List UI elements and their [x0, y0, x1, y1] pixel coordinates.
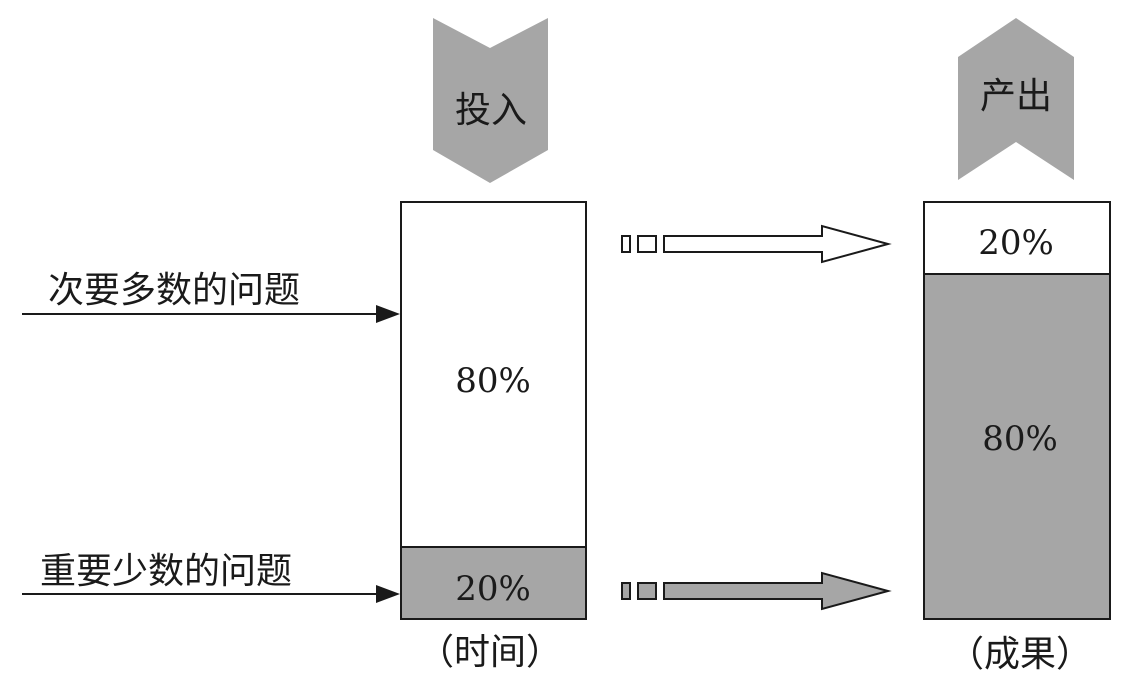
input-chevron-shape	[433, 18, 548, 183]
output-bar-bottom-segment	[923, 273, 1111, 620]
bottom-flow-arrow-body	[663, 571, 892, 611]
bottom-flow-arrow-tail-medium	[637, 582, 657, 600]
output-bar	[923, 201, 1111, 620]
major-problems-arrow	[22, 585, 400, 603]
major-problems-label: 重要少数的问题	[40, 551, 292, 592]
top-flow-arrow-tail-small	[621, 235, 631, 253]
input-bar-top-segment	[400, 201, 587, 548]
top-flow-arrow-body	[663, 224, 892, 264]
output-bottom-percent: 80%	[982, 419, 1058, 459]
output-chevron-shape	[958, 18, 1074, 180]
top-flow-arrow-tail-medium	[637, 235, 657, 253]
bottom-flow-arrow	[621, 571, 892, 611]
output-top-percent: 20%	[978, 223, 1054, 263]
output-bar-caption: （成果）	[948, 634, 1092, 675]
minor-problems-arrow	[22, 305, 400, 323]
input-header-label: 投入	[455, 90, 527, 131]
bottom-flow-arrow-tail-small	[621, 582, 631, 600]
input-bar	[400, 201, 587, 620]
input-bottom-percent: 20%	[455, 569, 531, 609]
input-top-percent: 80%	[455, 361, 531, 401]
minor-problems-label: 次要多数的问题	[48, 270, 300, 311]
output-header-label: 产出	[980, 76, 1052, 117]
top-flow-arrow	[621, 224, 892, 264]
input-bar-caption: （时间）	[418, 632, 562, 673]
input-bar-bottom-segment	[400, 546, 587, 620]
